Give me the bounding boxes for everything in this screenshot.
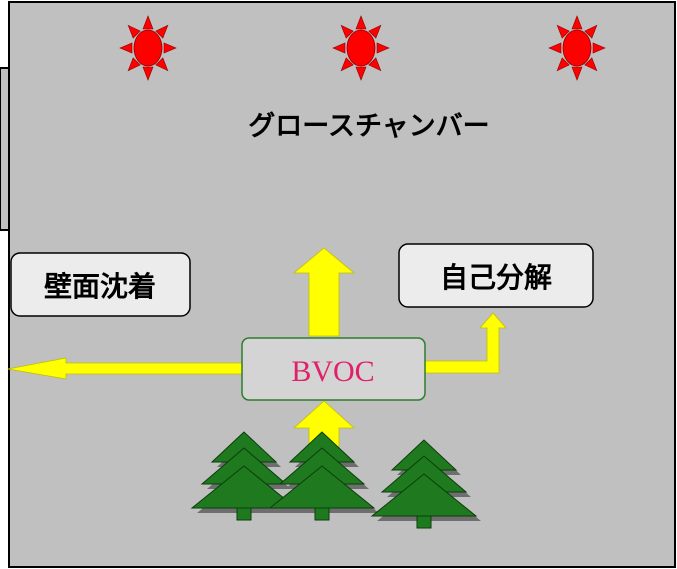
sun-body	[562, 29, 592, 67]
sun-ray	[355, 15, 367, 30]
tree-group	[190, 431, 481, 529]
lamp-row	[119, 15, 606, 81]
sun-ray	[340, 57, 354, 72]
sun-ray	[592, 42, 606, 54]
self-decomposition-label: 自己分解	[440, 261, 552, 294]
chamber-title: グロースチャンバー	[248, 110, 489, 142]
sun-ray	[127, 24, 141, 39]
conifer-tree-icon	[268, 431, 379, 521]
sun-ray	[163, 42, 177, 54]
arrow-up-icon	[292, 247, 356, 337]
sun-ray	[556, 57, 570, 72]
tree-tier	[268, 465, 376, 509]
bvoc-box	[241, 337, 426, 401]
sun-ray	[155, 57, 169, 72]
sun-ray	[584, 24, 598, 39]
sun-ray	[556, 24, 570, 39]
sun-ray	[332, 42, 346, 54]
sun-ray	[127, 57, 141, 72]
sun-ray	[376, 42, 390, 54]
wall-deposition-label: 壁面沈着	[44, 270, 156, 303]
sun-ray	[368, 57, 382, 72]
wall-deposition-box	[10, 252, 191, 317]
bvoc-label: BVOC	[291, 355, 374, 388]
sun-ray	[571, 66, 583, 81]
conifer-tree-icon	[190, 431, 301, 521]
sun-ray	[142, 15, 154, 30]
arrow-elbow-icon	[424, 312, 507, 374]
sun-body	[133, 29, 163, 67]
sun-icon	[119, 15, 177, 81]
sun-ray	[355, 66, 367, 81]
tree-tier	[370, 473, 478, 517]
sun-icon	[332, 15, 390, 81]
sun-ray	[571, 15, 583, 30]
sun-ray	[155, 24, 169, 39]
arrow-left-icon	[7, 357, 243, 380]
sun-icon	[548, 15, 606, 81]
sun-ray	[340, 24, 354, 39]
conifer-tree-icon	[370, 439, 481, 529]
self-decomposition-box	[398, 243, 594, 308]
tree-tier	[190, 465, 298, 509]
sun-ray	[584, 57, 598, 72]
sun-ray	[119, 42, 133, 54]
sun-ray	[142, 66, 154, 81]
sun-body	[346, 29, 376, 67]
sun-ray	[368, 24, 382, 39]
sun-ray	[548, 42, 562, 54]
